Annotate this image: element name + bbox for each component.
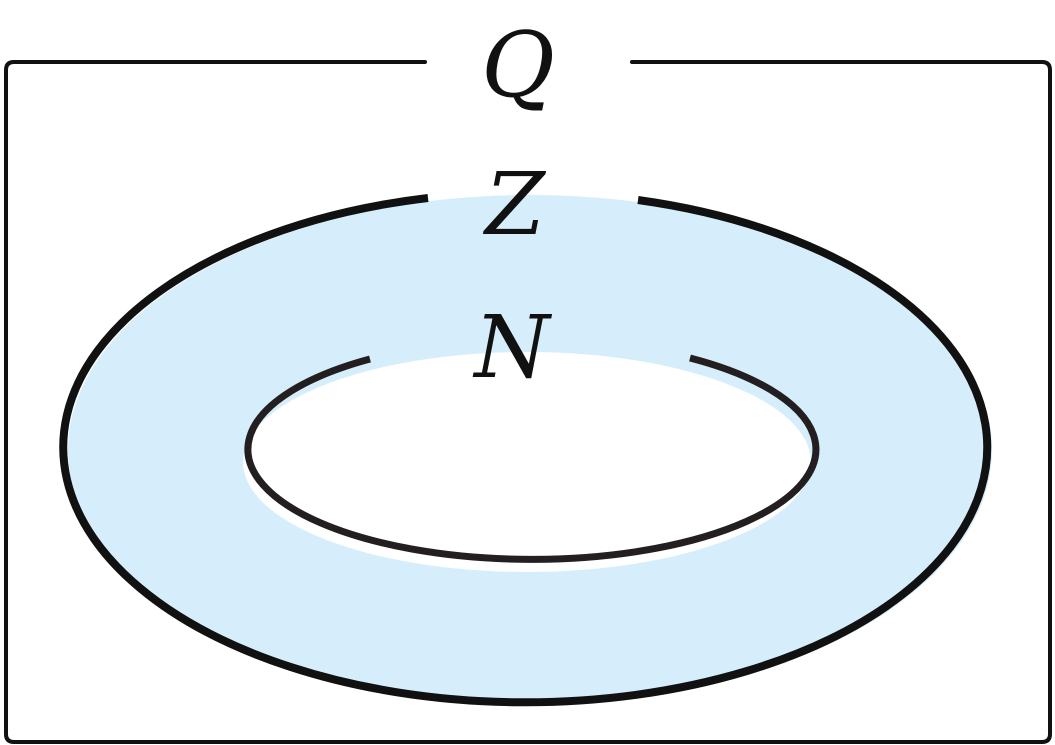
ring-region bbox=[68, 195, 992, 705]
inner-set-boundary bbox=[244, 354, 820, 563]
outer-set-label: Q bbox=[481, 13, 555, 118]
middle-set-label: Z bbox=[482, 155, 546, 255]
inner-set-label: N bbox=[472, 298, 552, 398]
outer-set-boundary bbox=[4, 60, 1052, 744]
middle-set-boundary bbox=[59, 194, 992, 707]
